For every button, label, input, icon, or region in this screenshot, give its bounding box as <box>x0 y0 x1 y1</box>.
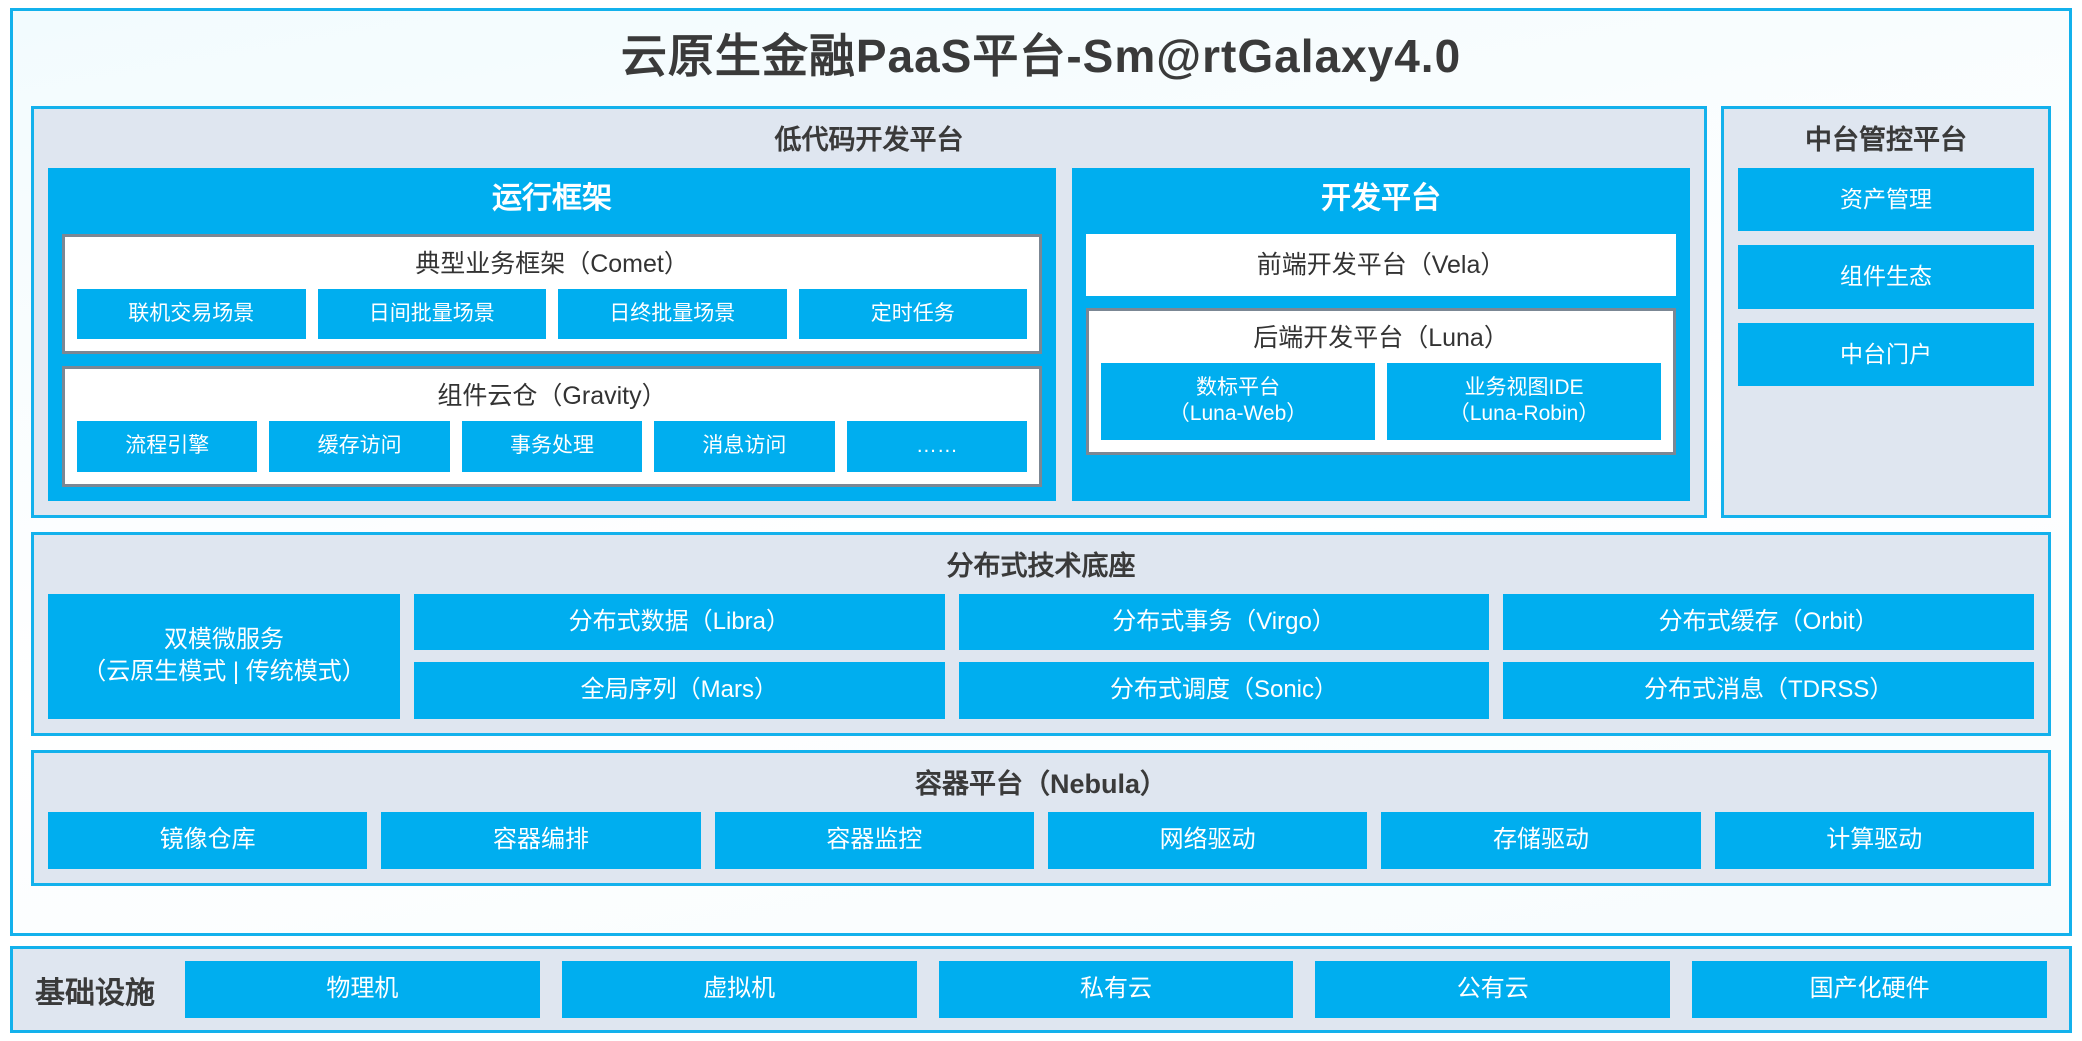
top-row: 低代码开发平台 运行框架 典型业务框架（Comet） 联机交易场景 日间批量场景… <box>31 105 2051 518</box>
infrastructure-bar: 基础设施 物理机 虚拟机 私有云 公有云 国产化硬件 <box>10 946 2072 1033</box>
luna-robin-name: 业务视图IDE <box>1464 376 1584 400</box>
comet-item-1[interactable]: 联机交易场景 <box>77 289 306 340</box>
distributed-mars[interactable]: 全局序列（Mars） <box>414 662 945 720</box>
distributed-base-panel: 分布式技术底座 双模微服务 （云原生模式 | 传统模式） 分布式数据（Libra… <box>31 531 2051 737</box>
luna-web-name: 数标平台 <box>1196 376 1281 400</box>
distributed-column-2: 分布式事务（Virgo） 分布式调度（Sonic） <box>958 593 1490 720</box>
container-item-orchestration[interactable]: 容器编排 <box>381 812 701 870</box>
infrastructure-item-public-cloud[interactable]: 公有云 <box>1315 961 1671 1018</box>
gravity-item-4[interactable]: 消息访问 <box>654 421 835 472</box>
comet-chip-row: 联机交易场景 日间批量场景 日终批量场景 定时任务 <box>77 289 1028 340</box>
gravity-item-2[interactable]: 缓存访问 <box>269 421 450 472</box>
middle-office-item-asset[interactable]: 资产管理 <box>1738 167 2034 232</box>
container-item-compute-driver[interactable]: 计算驱动 <box>1714 812 2034 870</box>
middle-office-title: 中台管控平台 <box>1805 124 1967 155</box>
distributed-sonic[interactable]: 分布式调度（Sonic） <box>958 662 1490 720</box>
vela-frontend-box[interactable]: 前端开发平台（Vela） <box>1086 234 1676 297</box>
middle-office-item-component[interactable]: 组件生态 <box>1738 245 2034 309</box>
luna-web-chip[interactable]: 数标平台 （Luna-Web） <box>1101 363 1376 440</box>
gravity-box: 组件云仓（Gravity） 流程引擎 缓存访问 事务处理 消息访问 …… <box>62 366 1043 487</box>
gravity-item-1[interactable]: 流程引擎 <box>77 421 258 472</box>
infrastructure-item-virtual[interactable]: 虚拟机 <box>561 961 917 1018</box>
luna-robin-chip[interactable]: 业务视图IDE （Luna-Robin） <box>1387 363 1662 440</box>
infrastructure-item-private-cloud[interactable]: 私有云 <box>938 961 1294 1018</box>
distributed-tdrss[interactable]: 分布式消息（TDRSS） <box>1503 662 2035 720</box>
runtime-framework-panel: 运行框架 典型业务框架（Comet） 联机交易场景 日间批量场景 日终批量场景 … <box>48 167 1057 501</box>
distributed-base-title: 分布式技术底座 <box>946 550 1136 581</box>
lowcode-platform-body: 运行框架 典型业务框架（Comet） 联机交易场景 日间批量场景 日终批量场景 … <box>48 167 1690 501</box>
infrastructure-item-domestic-hardware[interactable]: 国产化硬件 <box>1692 961 2047 1018</box>
gravity-item-more[interactable]: …… <box>846 421 1028 472</box>
distributed-virgo[interactable]: 分布式事务（Virgo） <box>958 593 1490 651</box>
distributed-orbit[interactable]: 分布式缓存（Orbit） <box>1503 593 2035 651</box>
development-platform-title: 开发平台 <box>1321 181 1442 215</box>
middle-office-list: 资产管理 组件生态 中台门户 <box>1738 167 2034 501</box>
dual-mode-microservice-box[interactable]: 双模微服务 （云原生模式 | 传统模式） <box>48 593 400 720</box>
page-title: 云原生金融PaaS平台-Sm@rtGalaxy4.0 <box>620 30 1462 82</box>
luna-backend-title: 后端开发平台（Luna） <box>1253 324 1509 353</box>
platform-main-card: 云原生金融PaaS平台-Sm@rtGalaxy4.0 低代码开发平台 运行框架 … <box>10 8 2072 937</box>
luna-chip-row: 数标平台 （Luna-Web） 业务视图IDE （Luna-Robin） <box>1101 363 1662 440</box>
container-item-monitoring[interactable]: 容器监控 <box>714 812 1034 870</box>
runtime-framework-title: 运行框架 <box>492 181 613 215</box>
luna-web-code: （Luna-Web） <box>1168 402 1308 426</box>
container-platform-panel: 容器平台（Nebula） 镜像仓库 容器编排 容器监控 网络驱动 存储驱动 计算… <box>31 750 2051 887</box>
gravity-item-3[interactable]: 事务处理 <box>461 421 643 472</box>
lowcode-platform-title: 低代码开发平台 <box>774 124 964 155</box>
distributed-libra[interactable]: 分布式数据（Libra） <box>414 593 945 651</box>
comet-title: 典型业务框架（Comet） <box>415 250 689 279</box>
distributed-column-1: 分布式数据（Libra） 全局序列（Mars） <box>414 593 945 720</box>
container-item-network-driver[interactable]: 网络驱动 <box>1047 812 1368 870</box>
luna-robin-code: （Luna-Robin） <box>1448 402 1600 426</box>
distributed-base-body: 双模微服务 （云原生模式 | 传统模式） 分布式数据（Libra） 全局序列（M… <box>48 593 2035 720</box>
container-item-storage-driver[interactable]: 存储驱动 <box>1381 812 1701 870</box>
comet-item-3[interactable]: 日终批量场景 <box>558 289 787 340</box>
gravity-title: 组件云仓（Gravity） <box>437 382 667 411</box>
luna-backend-box: 后端开发平台（Luna） 数标平台 （Luna-Web） <box>1086 308 1676 455</box>
middle-office-panel: 中台管控平台 资产管理 组件生态 中台门户 <box>1721 105 2051 518</box>
container-platform-row: 镜像仓库 容器编排 容器监控 网络驱动 存储驱动 计算驱动 <box>48 812 2034 870</box>
comet-item-2[interactable]: 日间批量场景 <box>317 289 547 340</box>
container-platform-title: 容器平台（Nebula） <box>914 769 1168 800</box>
development-platform-panel: 开发平台 前端开发平台（Vela） 后端开发平台（Luna） 数标平台 （Lun… <box>1072 167 1690 501</box>
lowcode-platform-panel: 低代码开发平台 运行框架 典型业务框架（Comet） 联机交易场景 日间批量场景… <box>31 105 1707 518</box>
comet-box: 典型业务框架（Comet） 联机交易场景 日间批量场景 日终批量场景 定时任务 <box>62 234 1043 355</box>
container-item-image-repo[interactable]: 镜像仓库 <box>48 812 368 870</box>
infrastructure-item-physical[interactable]: 物理机 <box>185 961 540 1018</box>
middle-office-item-portal[interactable]: 中台门户 <box>1738 322 2034 387</box>
infrastructure-label: 基础设施 <box>35 976 155 1010</box>
gravity-chip-row: 流程引擎 缓存访问 事务处理 消息访问 …… <box>77 421 1028 472</box>
infrastructure-items: 物理机 虚拟机 私有云 公有云 国产化硬件 <box>185 961 2047 1018</box>
dual-mode-line2: （云原生模式 | 传统模式） <box>82 658 366 686</box>
dual-mode-line1: 双模微服务 <box>163 626 284 654</box>
distributed-column-3: 分布式缓存（Orbit） 分布式消息（TDRSS） <box>1503 593 2035 720</box>
comet-item-4[interactable]: 定时任务 <box>798 289 1028 340</box>
